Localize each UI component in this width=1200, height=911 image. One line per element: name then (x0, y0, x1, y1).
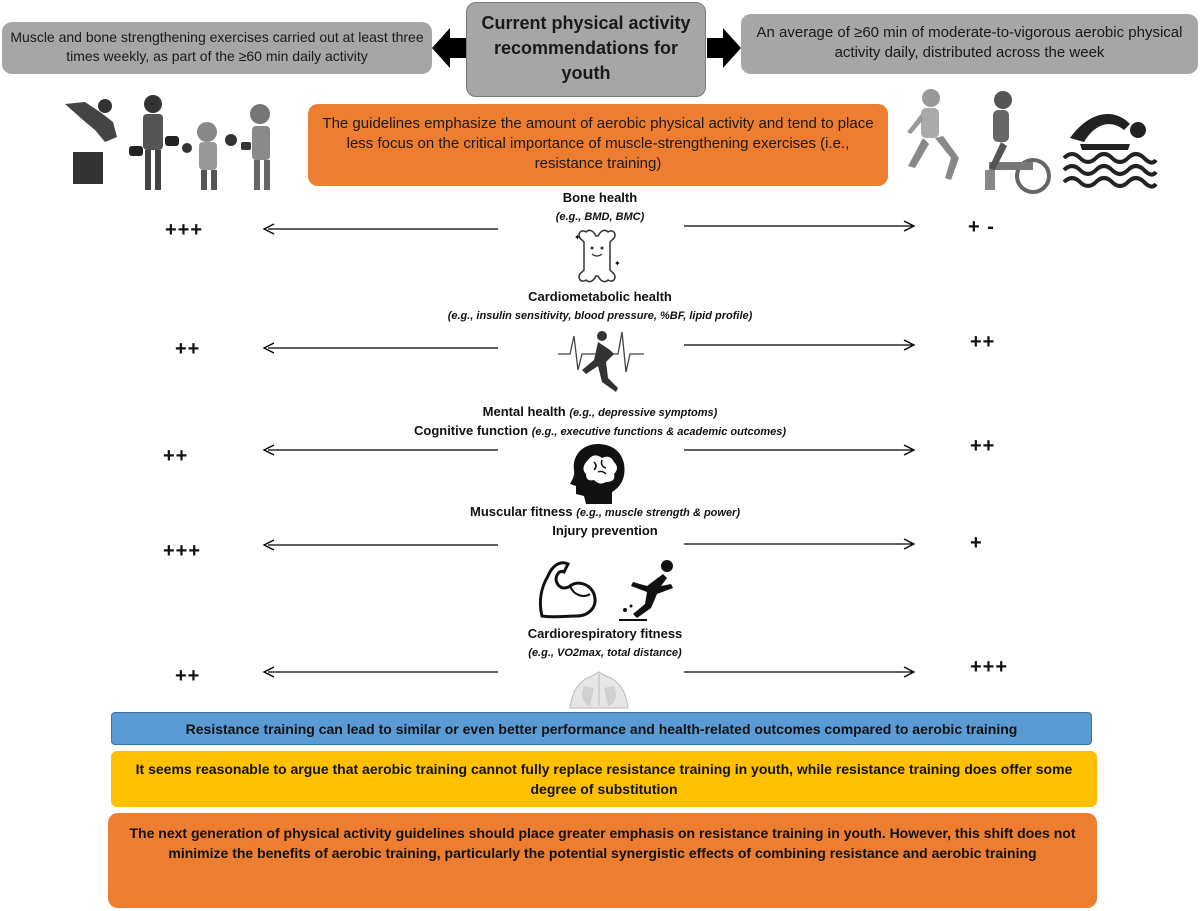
arrow-right-muscular (684, 538, 916, 550)
aerobic-score-bone: + - (968, 216, 995, 238)
conclusion-orange-box: The next generation of physical activity… (108, 813, 1097, 908)
falling-person-icon (619, 560, 673, 621)
outcome-muscular-injury: Muscular fitness (e.g., muscle strength … (350, 503, 860, 540)
resistance-exercisers-illustration (65, 95, 270, 190)
resistance-score-bone: +++ (165, 219, 204, 241)
resistance-score-cardiorespiratory: ++ (175, 665, 201, 687)
aerobic-score-mental: ++ (970, 435, 996, 457)
svg-text:✦: ✦ (574, 233, 581, 242)
outcome-title: Cardiorespiratory fitness (527, 626, 683, 641)
brain-head-icon (570, 444, 625, 504)
svg-text:✦: ✦ (614, 259, 621, 268)
bone-icon: ✦ ✦ (574, 229, 621, 283)
arrow-left-bone (262, 223, 498, 235)
runner-ecg-icon (558, 331, 644, 392)
chest-lungs-icon (569, 671, 629, 709)
arrow-right-icon (707, 28, 741, 68)
arrow-left-mental (262, 444, 498, 456)
resistance-score-mental: ++ (163, 445, 189, 467)
outcome-title-2: Cognitive function (413, 423, 529, 438)
aerobic-score-muscular: + (970, 532, 983, 554)
outcome-example: (e.g., BMD, BMC) (555, 211, 645, 223)
outcome-mental-cognitive: Mental health (e.g., depressive symptoms… (350, 403, 850, 441)
arrow-right-cardiorespiratory (684, 666, 916, 678)
conclusion-blue-box: Resistance training can lead to similar … (111, 712, 1092, 745)
outcome-title: Bone health (562, 190, 638, 205)
arrow-left-cardiorespiratory (262, 666, 498, 678)
flexed-arm-icon (538, 561, 597, 619)
outcome-example: (e.g., muscle strength & power) (576, 507, 741, 519)
outcome-example: (e.g., depressive symptoms) (569, 407, 718, 419)
arrow-right-cardiometabolic (684, 339, 916, 351)
outcome-title: Cardiometabolic health (528, 289, 672, 304)
arrow-left-icon (432, 28, 466, 68)
recommendations-title-box: Current physical activity recommendation… (466, 2, 706, 97)
outcome-title: Mental health (482, 404, 566, 419)
aerobic-exercisers-illustration (907, 89, 1051, 194)
arrow-left-cardiometabolic (262, 342, 498, 354)
outcome-example: (e.g., VO2max, total distance) (528, 647, 682, 659)
swimmer-icon (1062, 113, 1158, 189)
resistance-score-cardiometabolic: ++ (175, 338, 201, 360)
outcome-example: (e.g., insulin sensitivity, blood pressu… (447, 310, 753, 322)
resistance-recommendation-box: Muscle and bone strengthening exercises … (2, 22, 432, 74)
guideline-note-box: The guidelines emphasize the amount of a… (308, 104, 888, 186)
aerobic-score-cardiometabolic: ++ (970, 331, 996, 353)
outcome-cardiometabolic: Cardiometabolic health (e.g., insulin se… (350, 288, 850, 325)
outcome-title: Muscular fitness (469, 504, 573, 519)
aerobic-recommendation-box: An average of ≥60 min of moderate-to-vig… (741, 14, 1198, 74)
outcome-example-2: (e.g., executive functions & academic ou… (531, 426, 787, 438)
outcome-bone-health: Bone health (e.g., BMD, BMC) (400, 189, 800, 226)
aerobic-score-cardiorespiratory: +++ (970, 656, 1009, 678)
outcome-title-2: Injury prevention (552, 523, 658, 538)
resistance-score-muscular: +++ (163, 540, 202, 562)
outcome-cardiorespiratory: Cardiorespiratory fitness (e.g., VO2max,… (400, 625, 810, 662)
arrow-left-muscular (262, 539, 498, 551)
arrow-right-bone (684, 220, 916, 232)
conclusion-yellow-box: It seems reasonable to argue that aerobi… (111, 751, 1097, 807)
arrow-right-mental (684, 444, 916, 456)
